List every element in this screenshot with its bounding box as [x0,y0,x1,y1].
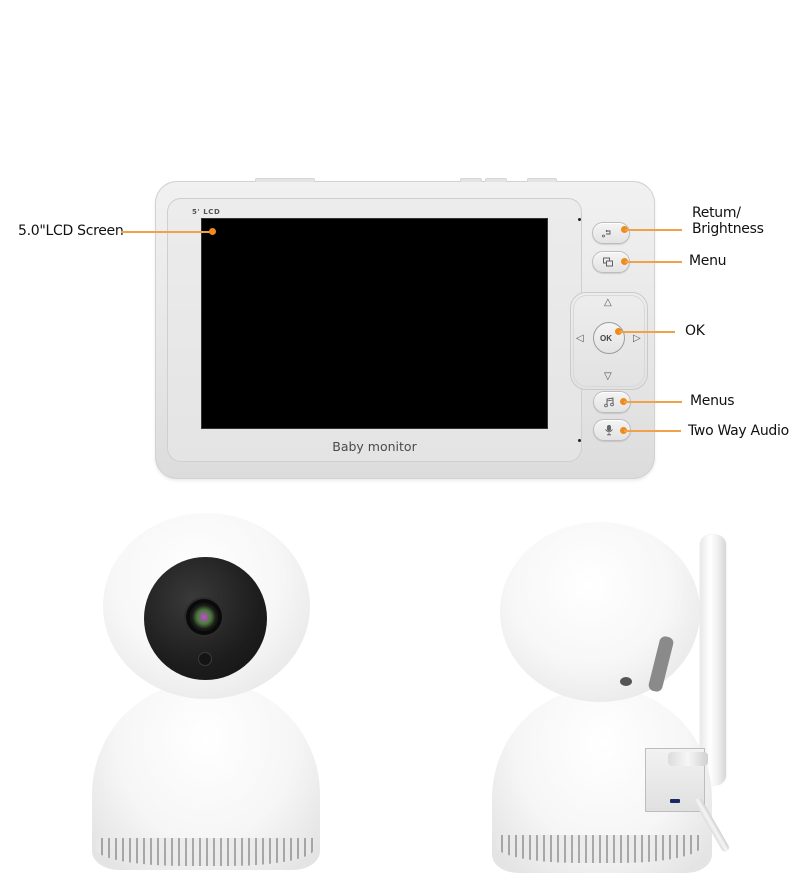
callout-label-ok: OK [685,323,705,339]
callout-label-menu: Menu [689,253,727,269]
top-edge-button [255,178,315,182]
ok-button[interactable]: OK [593,322,625,354]
callout-line [625,261,682,263]
wifi-antenna [700,535,726,785]
callout-label-menus: Menus [690,393,735,409]
callout-dot [620,427,627,434]
indicator-dot [578,439,581,442]
parent-monitor-unit: 5' LCD Baby monitor △ ▽ ◁ ▷ OK [155,178,655,479]
callout-label-return-brightness: Retum/ Brightness [692,205,764,237]
speaker-vents [96,838,314,866]
callout-label-lcd-screen: 5.0"LCD Screen [18,223,124,239]
camera-lens [190,603,218,631]
dpad-surround [573,295,645,387]
brand-label: Baby monitor [332,439,417,454]
arrow-up-button[interactable]: △ [604,297,612,308]
callout-line [624,430,681,432]
callout-dot [621,226,628,233]
top-edge-button [485,178,507,182]
speaker-vents [496,835,701,863]
callout-line [624,401,682,403]
callout-dot [209,228,216,235]
callout-label-line: Brightness [692,221,764,237]
lcd-size-label: 5' LCD [192,208,221,216]
reset-hole [620,677,632,686]
usb-port [670,799,680,803]
callout-dot [620,398,627,405]
microphone-icon [605,425,613,436]
navigation-dpad: △ ▽ ◁ ▷ OK [570,292,648,390]
antenna-connector [668,752,708,766]
top-edge-button [527,178,557,182]
indicator-dot [578,218,581,221]
callout-line [625,229,682,231]
return-brightness-button[interactable] [592,222,630,244]
music-note-icon [604,397,614,408]
callout-line [619,331,675,333]
callout-line [121,231,213,233]
arrow-right-button[interactable]: ▷ [633,333,641,344]
callout-dot [615,328,622,335]
top-edge-button [460,178,482,182]
camera-head [500,522,700,702]
return-icon [602,229,611,238]
arrow-left-button[interactable]: ◁ [576,333,584,344]
callout-label-two-way-audio: Two Way Audio [688,423,789,439]
menu-windows-icon [603,257,613,267]
callout-label-line: Retum/ [692,205,741,221]
callout-dot [621,258,628,265]
lcd-screen [201,218,548,429]
arrow-down-button[interactable]: ▽ [604,371,612,382]
ir-sensor [198,652,212,666]
